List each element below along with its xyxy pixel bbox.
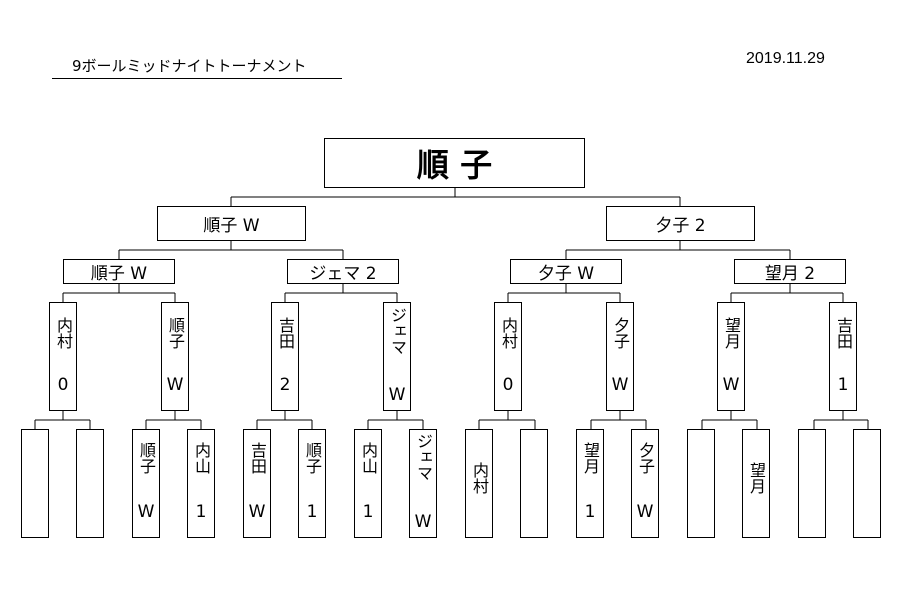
round1-box-15 <box>798 429 826 538</box>
player-name: 望月 <box>722 317 741 349</box>
round2-box-8: 吉田 1 <box>829 302 857 411</box>
player-name: 望月 <box>581 442 600 474</box>
quarterfinal-box-3: 夕子 W <box>510 259 622 284</box>
player-name: 夕子 <box>636 442 655 474</box>
semifinal-box-right: 夕子 2 <box>606 206 755 241</box>
round2-box-2: 順子 W <box>161 302 189 411</box>
round1-box-11: 望月 1 <box>576 429 604 538</box>
player-score: 1 <box>195 502 207 522</box>
player-name: 順子 <box>303 442 322 474</box>
quarterfinal-box-4: 望月 2 <box>734 259 846 284</box>
round1-box-14: 望月 <box>742 429 770 538</box>
quarterfinal-box-1: 順子 W <box>63 259 175 284</box>
player-name: 順子 <box>166 317 185 349</box>
semifinal-label: 順子 W <box>203 216 260 236</box>
player-name: 吉田 <box>276 317 295 349</box>
player-score: 2 <box>279 375 291 395</box>
event-date: 2019.11.29 <box>746 50 825 67</box>
player-score: W <box>414 512 432 532</box>
round2-box-3: 吉田 2 <box>271 302 299 411</box>
round1-box-12: 夕子 W <box>631 429 659 538</box>
semifinal-box-left: 順子 W <box>157 206 306 241</box>
player-score: 1 <box>837 375 849 395</box>
player-score: 1 <box>306 502 318 522</box>
player-name: 吉田 <box>834 317 853 349</box>
tournament-title-text: 9ボールミッドナイトトーナメント <box>72 57 307 75</box>
quarterfinal-box-2: ジェマ 2 <box>287 259 399 284</box>
round1-box-6: 順子 1 <box>298 429 326 538</box>
player-score: 1 <box>584 502 596 522</box>
quarterfinal-label: ジェマ 2 <box>309 264 377 284</box>
player-name: 内山 <box>359 442 378 474</box>
player-score: 0 <box>502 375 514 395</box>
round2-box-4: ジェマ W <box>383 302 411 411</box>
champion-box: 順 子 <box>324 138 585 188</box>
player-score: W <box>166 375 184 395</box>
round1-box-10 <box>520 429 548 538</box>
semifinal-label: 夕子 2 <box>655 216 706 236</box>
quarterfinal-label: 望月 2 <box>764 264 816 284</box>
round2-box-1: 内村 0 <box>49 302 77 411</box>
round1-box-8: ジェマ W <box>409 429 437 538</box>
player-score: W <box>611 375 629 395</box>
round1-box-13 <box>687 429 715 538</box>
player-score: 1 <box>362 502 374 522</box>
player-score: 0 <box>57 375 69 395</box>
round2-box-7: 望月 W <box>717 302 745 411</box>
player-score: W <box>137 502 155 522</box>
round2-box-6: 夕子 W <box>606 302 634 411</box>
player-name: 望月 <box>747 462 766 494</box>
player-score: W <box>388 385 406 405</box>
quarterfinal-label: 夕子 W <box>537 264 595 284</box>
player-score: W <box>722 375 740 395</box>
round1-box-4: 内山 1 <box>187 429 215 538</box>
round1-box-3: 順子 W <box>132 429 160 538</box>
round1-box-7: 内山 1 <box>354 429 382 538</box>
player-name: 夕子 <box>611 317 630 349</box>
round1-box-2 <box>76 429 104 538</box>
champion-name: 順 子 <box>416 146 493 184</box>
player-score: W <box>636 502 654 522</box>
round2-box-5: 内村 0 <box>494 302 522 411</box>
player-name: 内村 <box>470 462 489 494</box>
player-name: 内村 <box>499 317 518 349</box>
round1-box-16 <box>853 429 881 538</box>
player-name: 内村 <box>54 317 73 349</box>
round1-box-9: 内村 <box>465 429 493 538</box>
tournament-title: 9ボールミッドナイトトーナメント <box>52 54 342 79</box>
player-name: 順子 <box>137 442 156 474</box>
round1-box-5: 吉田 W <box>243 429 271 538</box>
round1-box-1 <box>21 429 49 538</box>
player-name: ジェマ <box>388 307 407 355</box>
player-name: 吉田 <box>248 442 267 474</box>
player-name: 内山 <box>192 442 211 474</box>
quarterfinal-label: 順子 W <box>90 264 148 284</box>
player-name: ジェマ <box>414 433 433 481</box>
player-score: W <box>248 502 266 522</box>
